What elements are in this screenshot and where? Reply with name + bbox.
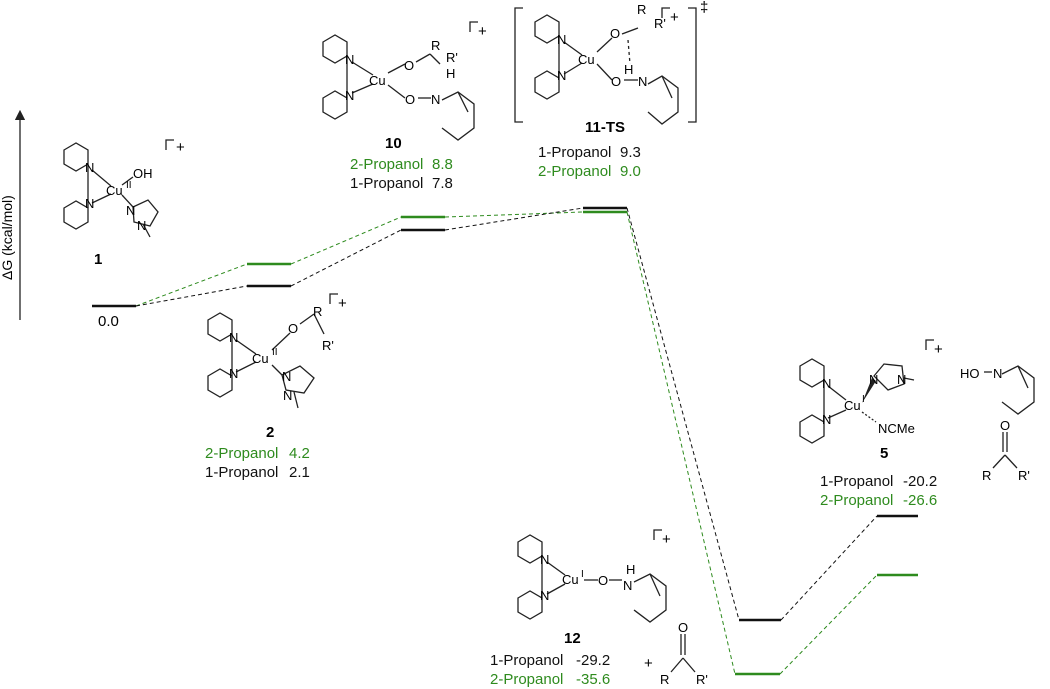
atom-H: H: [446, 66, 455, 81]
charge-label: +: [662, 531, 671, 548]
atom-O: O: [678, 620, 688, 635]
structure-1: N N Cu II OH N N + 1: [63, 139, 185, 268]
structure-11-ts: N N Cu O R R' H O N + ‡ 11-TS 1-Propanol…: [514, 0, 708, 180]
atom-R-prime: R': [1018, 468, 1030, 483]
ts-marker: ‡: [700, 0, 708, 16]
atom-R: R: [313, 304, 322, 319]
charge-label: +: [934, 341, 943, 358]
atom-N: N: [85, 196, 94, 211]
atom-N: N: [557, 32, 566, 47]
compound-label-10: 10: [385, 135, 402, 152]
atom-N: N: [126, 203, 135, 218]
atom-N: N: [282, 369, 291, 384]
atom-N: N: [638, 74, 647, 89]
atom-N: N: [345, 52, 354, 67]
atom-N: N: [229, 330, 238, 345]
atom-OH: OH: [133, 166, 153, 181]
atom-N: N: [993, 366, 1002, 381]
atom-O: O: [598, 573, 608, 588]
atom-Cu: Cu: [844, 398, 861, 413]
atom-R: R: [982, 468, 991, 483]
atom-R-prime: R': [696, 672, 708, 687]
atom-N: N: [540, 552, 549, 567]
atom-N: N: [822, 412, 831, 427]
atom-HO: HO: [960, 366, 980, 381]
oxidation-state: I: [581, 569, 584, 580]
atom-Cu: Cu: [106, 183, 123, 198]
charge-label: +: [670, 9, 679, 26]
atom-N: N: [822, 376, 831, 391]
atom-Cu: Cu: [578, 52, 595, 67]
energy-1-propanol: 1-Propanol-29.2: [490, 652, 610, 669]
atom-O: O: [404, 58, 414, 73]
charge-label: +: [338, 295, 347, 312]
compound-label-12: 12: [564, 630, 581, 647]
energy-1-propanol: 1-Propanol-20.2: [820, 473, 937, 490]
atom-R-prime: R': [446, 50, 458, 65]
atom-N: N: [431, 92, 440, 107]
charge-label: +: [176, 139, 185, 156]
compound-label-11-ts: 11-TS: [585, 119, 625, 136]
atom-N: N: [540, 588, 549, 603]
energy-2-propanol: 2-Propanol-26.6: [820, 492, 937, 509]
atom-R: R: [660, 672, 669, 687]
compound-label-2: 2: [266, 424, 274, 441]
atom-N: N: [283, 388, 292, 403]
atom-O: O: [610, 26, 620, 41]
energy-levels: [92, 206, 918, 676]
atom-N: N: [869, 372, 878, 387]
zero-level-label: 0.0: [98, 313, 119, 330]
atom-N: N: [137, 218, 146, 233]
structure-5: N N Cu I N N NCMe + 5 1-Propanol-20.2 2-…: [799, 339, 1035, 509]
atom-N: N: [85, 160, 94, 175]
atom-N: N: [229, 366, 238, 381]
atom-N: N: [623, 578, 632, 593]
charge-label: +: [478, 23, 487, 40]
atom-O: O: [1000, 418, 1010, 433]
atom-R-prime: R': [322, 338, 334, 353]
oxidation-state: II: [272, 347, 278, 358]
atom-H: H: [624, 62, 633, 77]
atom-Cu: Cu: [252, 351, 269, 366]
atom-R-prime: R': [654, 16, 666, 31]
axis-label: ΔG (kcal/mol): [0, 195, 15, 280]
structure-12: N N Cu I O H N + 12 1-Propanol-29.2 2-Pr…: [490, 529, 708, 688]
plus-sign: +: [644, 655, 653, 672]
atom-Cu: Cu: [369, 73, 386, 88]
atom-O: O: [288, 321, 298, 336]
oxidation-state: II: [126, 180, 132, 191]
atom-N: N: [345, 88, 354, 103]
atom-H: H: [626, 562, 635, 577]
atom-R: R: [637, 2, 646, 17]
compound-label-1: 1: [94, 251, 102, 268]
level-connectors: [135, 207, 878, 675]
atom-N: N: [897, 372, 906, 387]
energy-axis: ΔG (kcal/mol): [0, 109, 26, 320]
atom-O: O: [611, 74, 621, 89]
energy-2-propanol: 2-Propanol-35.6: [490, 671, 610, 688]
oxidation-state: I: [862, 394, 865, 405]
compound-label-5: 5: [880, 445, 888, 462]
atom-Cu: Cu: [562, 572, 579, 587]
ligand-NCMe: NCMe: [878, 421, 915, 436]
atom-O: O: [405, 92, 415, 107]
atom-N: N: [557, 68, 566, 83]
atom-R: R: [431, 38, 440, 53]
